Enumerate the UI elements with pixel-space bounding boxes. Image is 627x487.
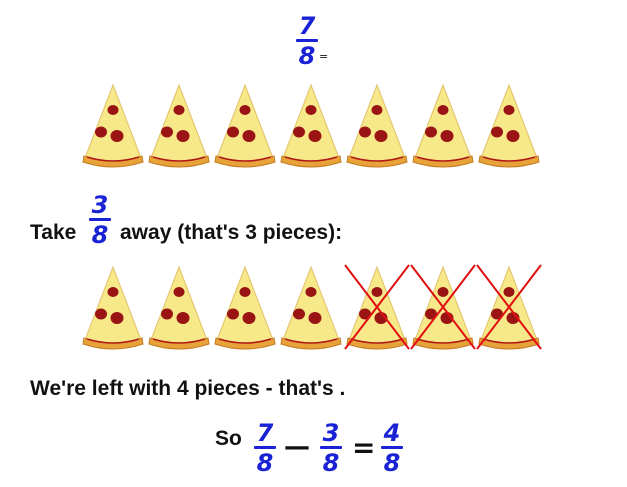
pizza-slice-icon: [280, 265, 342, 350]
top-equals-sign: =: [319, 50, 329, 63]
pizza-row-whole: [80, 82, 542, 168]
fraction-bar: [254, 446, 276, 449]
minus-sign: —: [284, 432, 310, 462]
fraction-denominator: 8: [256, 449, 274, 477]
pizza-slice-icon: [214, 83, 276, 168]
pizza-slice-icon: [478, 83, 540, 168]
fraction-numerator: 4: [383, 419, 401, 447]
take-suffix-text: away (that's 3 pieces):: [120, 221, 343, 244]
fraction-numerator: 3: [91, 191, 109, 219]
pizza-slice-icon: [82, 265, 144, 350]
fraction-numerator: 7: [256, 419, 274, 447]
equation-fraction-b: 3 8: [320, 421, 342, 475]
fraction-bar: [89, 218, 111, 221]
equation-prefix-text: So: [215, 427, 242, 450]
cross-out-icon: [410, 264, 476, 350]
top-fraction: 7 8: [296, 14, 318, 68]
fraction-bar: [320, 446, 342, 449]
pizza-slice-icon: [214, 265, 276, 350]
pizza-slice-icon: [148, 265, 210, 350]
fraction-denominator: 8: [383, 449, 401, 477]
fraction-numerator: 7: [298, 12, 316, 40]
equation-fraction-a: 7 8: [254, 421, 276, 475]
pizza-slice-icon: [346, 83, 408, 168]
take-prefix-text: Take: [30, 221, 77, 244]
fraction-bar: [296, 39, 318, 42]
equals-sign: =: [352, 431, 376, 464]
cross-out-icon: [476, 264, 542, 350]
take-fraction: 3 8: [89, 193, 111, 247]
pizza-slice-icon: [148, 83, 210, 168]
fraction-denominator: 8: [91, 221, 109, 249]
left-with-text: We're left with 4 pieces - that's .: [30, 377, 346, 400]
fraction-denominator: 8: [322, 449, 340, 477]
pizza-slice-icon: [412, 83, 474, 168]
fraction-numerator: 3: [322, 419, 340, 447]
pizza-slice-icon: [82, 83, 144, 168]
cross-out-icon: [344, 264, 410, 350]
equation-fraction-result: 4 8: [381, 421, 403, 475]
fraction-denominator: 8: [298, 42, 316, 70]
fraction-bar: [381, 446, 403, 449]
pizza-slice-icon: [280, 83, 342, 168]
